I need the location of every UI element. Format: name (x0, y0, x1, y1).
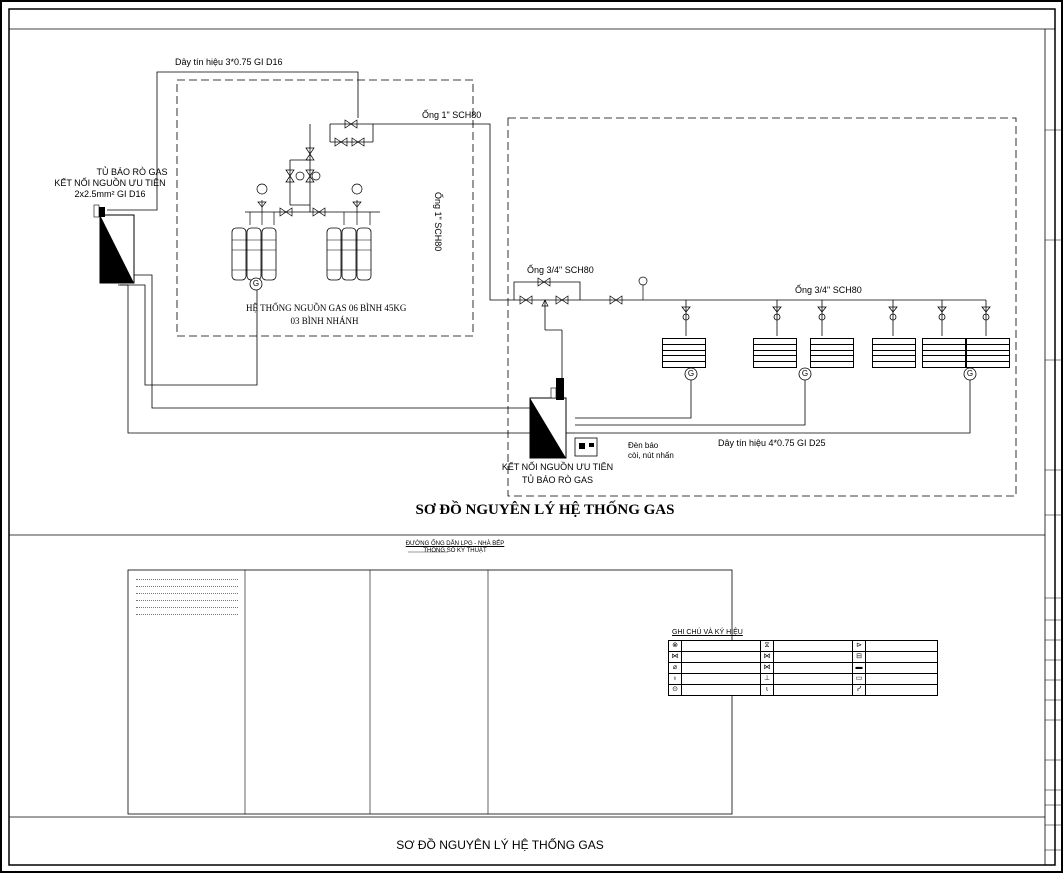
gas-detector-icon (249, 277, 263, 291)
appliance-tag (966, 338, 1010, 368)
source-label-line2: 03 BÌNH NHÁNH (290, 316, 359, 326)
cabinet-bottom-line2: TỦ BÁO RÒ GAS (521, 475, 593, 485)
gas-detector-label: G (252, 279, 260, 288)
alarm-label-line2: còi, nút nhấn (628, 451, 674, 460)
source-label-line1: HỆ THỐNG NGUỒN GAS 06 BÌNH 45KG (246, 303, 407, 313)
gas-detector-label: G (966, 369, 974, 378)
cabinet-left-line1: TỦ BÁO RÒ GAS (96, 167, 168, 177)
gas-detector-icon (798, 367, 812, 381)
main-title: SƠ ĐỒ NGUYÊN LÝ HỆ THỐNG GAS (415, 502, 675, 518)
gas-detector-label: G (801, 369, 809, 378)
footer-title: SƠ ĐỒ NGUYÊN LÝ HỆ THỐNG GAS (396, 838, 604, 852)
pipe-3-4-right-label: Ống 3/4" SCH80 (795, 285, 862, 295)
cabinet-left-line3: 2x2.5mm² GI D16 (74, 189, 146, 199)
gas-detector-icon (684, 367, 698, 381)
pipe-1in-vertical-label: Ống 1" SCH80 (433, 192, 443, 252)
specs-title-line2: THÔNG SỐ KỸ THUẬT (423, 548, 487, 554)
appliance-tag (872, 338, 916, 368)
alarm-label-line1: Đèn báo (628, 441, 659, 450)
cabinet-left-line2: KẾT NỐI NGUỒN ƯU TIÊN (54, 178, 166, 188)
appliance-tag (810, 338, 854, 368)
appliance-tag (922, 338, 966, 368)
appliance-tag (662, 338, 706, 368)
gas-detector-icon (963, 367, 977, 381)
cabinet-bottom-line1: KẾT NỐI NGUỒN ƯU TIÊN (501, 462, 614, 472)
appliance-tag (753, 338, 797, 368)
legend-title: GHI CHÚ VÀ KÝ HIỆU (672, 629, 743, 636)
pipe-1in-label: Ống 1" SCH80 (422, 110, 482, 120)
signal-wire-bottom-label: Dây tín hiệu 4*0.75 GI D25 (718, 438, 826, 448)
signal-wire-top-label: Dây tín hiệu 3*0.75 GI D16 (175, 57, 283, 67)
pipe-3-4-left-label: Ống 3/4" SCH80 (527, 265, 594, 275)
gas-detector-label: G (687, 369, 695, 378)
specs-column-1 (136, 576, 238, 621)
specs-title-line1: ĐƯỜNG ỐNG DẪN LPG - NHÀ BẾP (405, 541, 505, 547)
